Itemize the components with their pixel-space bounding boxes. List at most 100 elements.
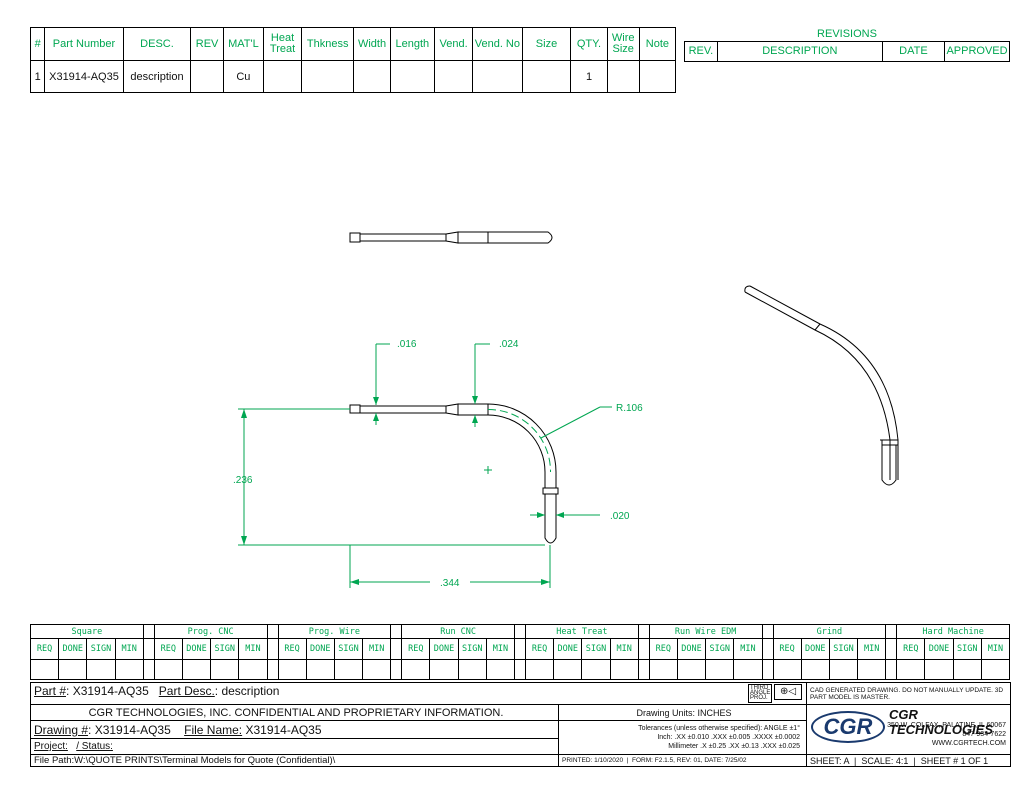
title-block: Part #: X31914-AQ35 Part Desc.: descript… xyxy=(30,682,1011,776)
process-cell[interactable] xyxy=(648,658,678,681)
process-col-req: REQ xyxy=(524,638,555,660)
parts-header-3: REV xyxy=(190,27,224,61)
process-spacer xyxy=(390,638,403,660)
parts-header-text: Heat xyxy=(270,32,295,44)
process-cell[interactable] xyxy=(457,658,487,681)
process-cell[interactable] xyxy=(980,658,1011,681)
process-spacer xyxy=(142,623,155,640)
process-cell[interactable] xyxy=(800,658,830,681)
process-cell[interactable] xyxy=(828,658,859,681)
process-spacer xyxy=(885,638,898,660)
process-cell[interactable] xyxy=(181,658,212,681)
process-group-1: Prog. CNC xyxy=(153,623,268,640)
company-block: CGR CGR TECHNOLOGIES 350 W. COLFAX, PALA… xyxy=(806,704,1011,755)
process-cell[interactable] xyxy=(705,658,735,681)
process-cell[interactable] xyxy=(362,658,392,681)
process-cell[interactable] xyxy=(924,658,954,681)
rev-col-date: DATE xyxy=(881,40,946,62)
drawing-row: Drawing #: X31914-AQ35 File Name: X31914… xyxy=(30,720,559,739)
parts-cell-5 xyxy=(263,60,303,93)
process-cell[interactable] xyxy=(401,658,431,681)
process-col-min: MIN xyxy=(238,638,268,660)
revisions-title: REVISIONS xyxy=(817,27,877,40)
process-col-sign: SIGN xyxy=(952,638,982,660)
process-cell[interactable] xyxy=(238,658,268,681)
dim-r106: R.106 xyxy=(616,403,643,414)
process-spacer xyxy=(761,658,774,681)
status-label: / Status: xyxy=(76,741,113,752)
process-cell[interactable] xyxy=(857,658,887,681)
process-cell[interactable] xyxy=(153,658,183,681)
process-col-req: REQ xyxy=(277,638,307,660)
dim-016: .016 xyxy=(397,339,417,350)
parts-header-4: MAT'L xyxy=(222,27,265,61)
parts-header-14: Note xyxy=(638,27,677,61)
process-spacer xyxy=(514,638,526,660)
parts-header-text: Size xyxy=(612,43,634,55)
dim-024: .024 xyxy=(499,339,519,350)
process-spacer xyxy=(637,658,650,681)
process-group-0: Square xyxy=(30,623,144,640)
process-cell[interactable] xyxy=(429,658,459,681)
drawing-label: Drawing # xyxy=(34,722,89,737)
process-col-sign: SIGN xyxy=(333,638,364,660)
process-cell[interactable] xyxy=(86,658,116,681)
process-col-min: MIN xyxy=(485,638,516,660)
form-info: FORM: F2.1.5, REV: 01, DATE: 7/25/02 xyxy=(631,757,747,764)
process-col-done: DONE xyxy=(676,638,707,660)
confidential-note: CGR TECHNOLOGIES, INC. CONFIDENTIAL AND … xyxy=(30,704,559,721)
process-cell[interactable] xyxy=(277,658,307,681)
process-col-done: DONE xyxy=(305,638,335,660)
process-cell[interactable] xyxy=(210,658,240,681)
process-cell[interactable] xyxy=(333,658,364,681)
process-cell[interactable] xyxy=(676,658,707,681)
part-desc-value: description xyxy=(221,684,280,698)
process-cell[interactable] xyxy=(581,658,611,681)
process-cell[interactable] xyxy=(485,658,516,681)
parts-cell-13 xyxy=(606,60,640,93)
process-spacer xyxy=(514,623,526,640)
part-label: Part # xyxy=(34,684,67,698)
process-cell[interactable] xyxy=(772,658,802,681)
process-spacer xyxy=(761,638,774,660)
top-view xyxy=(349,231,553,244)
parts-cell-8 xyxy=(389,60,435,93)
process-spacer xyxy=(266,623,279,640)
process-col-min: MIN xyxy=(733,638,763,660)
cad-note: CAD GENERATED DRAWING. DO NOT MANUALLY U… xyxy=(806,682,1011,705)
process-cell[interactable] xyxy=(896,658,926,681)
project-row: Project: / Status: xyxy=(30,738,559,755)
parts-cell-11 xyxy=(521,60,572,93)
process-col-sign: SIGN xyxy=(457,638,487,660)
company-phone: 847-934-7622 xyxy=(962,731,1006,738)
company-name: CGR TECHNOLOGIES xyxy=(889,707,994,737)
process-cell[interactable] xyxy=(305,658,335,681)
process-cell[interactable] xyxy=(114,658,144,681)
process-cell[interactable] xyxy=(58,658,88,681)
process-col-min: MIN xyxy=(857,638,887,660)
tolerance-mm: Millimeter .X ±0.25 .XX ±0.13 .XXX ±0.02… xyxy=(668,743,800,750)
part-number: X31914-AQ35 xyxy=(72,684,149,698)
file-name-label: File Name: xyxy=(184,722,243,737)
process-cell[interactable] xyxy=(29,658,60,681)
process-cell[interactable] xyxy=(609,658,639,681)
scale: SCALE: 4:1 xyxy=(861,755,909,766)
process-cell[interactable] xyxy=(733,658,763,681)
project-label: Project: xyxy=(34,741,68,752)
process-col-min: MIN xyxy=(980,638,1011,660)
parts-cell-3 xyxy=(190,60,224,93)
process-col-done: DONE xyxy=(553,638,583,660)
process-cell[interactable] xyxy=(524,658,555,681)
process-cell[interactable] xyxy=(952,658,982,681)
parts-header-text: Vend. xyxy=(439,38,468,50)
process-col-done: DONE xyxy=(800,638,830,660)
cgr-logo: CGR xyxy=(811,711,885,743)
dimensions xyxy=(238,343,612,588)
company-address: 350 W. COLFAX, PALATINE, IL 60067 xyxy=(887,722,1006,729)
printed-date: PRINTED: 1/10/2020 xyxy=(562,757,624,764)
process-cell[interactable] xyxy=(553,658,583,681)
sheet-size: SHEET: A xyxy=(810,755,850,766)
